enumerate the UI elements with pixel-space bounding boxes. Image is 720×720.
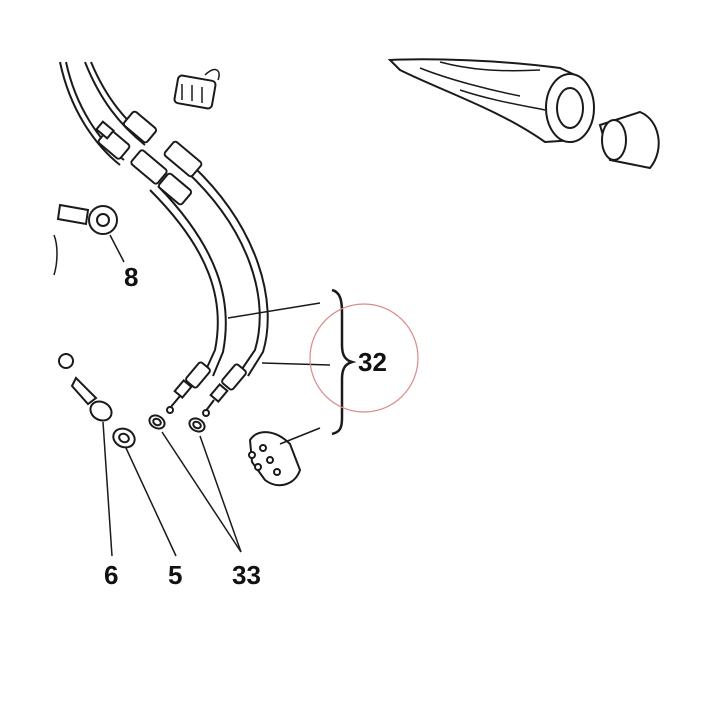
- bolt-8: [53, 203, 118, 276]
- cable-adjuster-upper: [95, 110, 203, 206]
- cable-clip: [148, 414, 206, 433]
- connector-plug: [248, 431, 302, 487]
- bushing-5: [112, 427, 136, 449]
- brace-32: [331, 288, 357, 436]
- highlight-circle: [309, 303, 419, 413]
- callout-5: 5: [168, 560, 182, 590]
- leader-32a: [227, 302, 321, 319]
- wire-connector: [173, 68, 220, 110]
- bolt-6: [58, 353, 113, 422]
- leader-6: [102, 421, 113, 557]
- leader-32c: [279, 427, 321, 445]
- callout-8: 8: [124, 262, 138, 292]
- leader-8: [109, 234, 125, 263]
- leader-33a: [161, 431, 242, 553]
- cable-adjuster-nut: [166, 361, 247, 417]
- leader-32b: [261, 362, 331, 366]
- leader-33b: [199, 435, 242, 553]
- leader-lines: [102, 234, 331, 557]
- throttle-grip: [387, 58, 660, 170]
- callout-32: 32: [358, 347, 387, 377]
- callout-6: 6: [104, 560, 118, 590]
- leader-5: [125, 447, 177, 557]
- callout-33: 33: [232, 560, 261, 590]
